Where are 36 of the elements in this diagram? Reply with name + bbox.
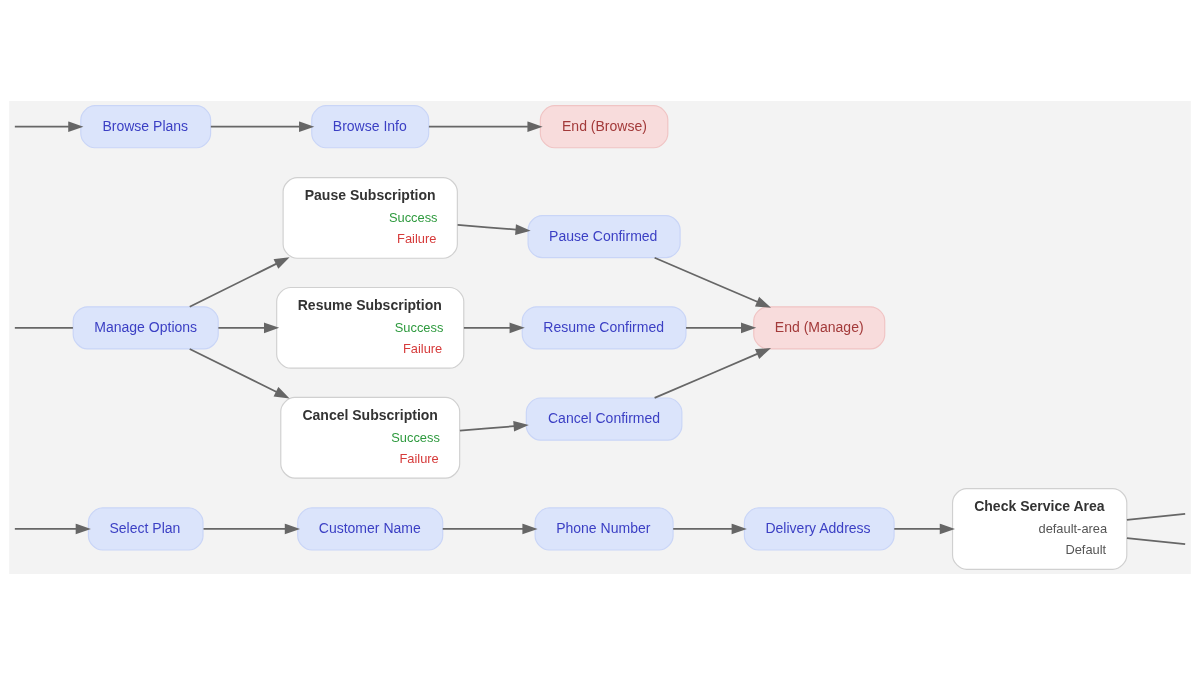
node-box: End (Manage) xyxy=(753,305,886,349)
arrow xyxy=(428,120,543,132)
node-box: Cancel Confirmed xyxy=(525,396,683,441)
arrow xyxy=(13,120,84,132)
node-box: Customer Name xyxy=(297,506,444,551)
arrow xyxy=(685,322,757,333)
node-box: End (Browse) xyxy=(539,104,669,148)
arrow xyxy=(188,256,290,308)
arrow xyxy=(459,420,529,432)
arrow xyxy=(13,523,91,534)
node-box: Manage Options xyxy=(72,305,219,349)
arrow xyxy=(456,223,531,235)
arrow xyxy=(441,523,538,534)
arrow xyxy=(653,347,772,399)
node-box: Resume Confirmed xyxy=(521,305,687,349)
node-box: Select Plan xyxy=(87,506,204,551)
connector xyxy=(1126,536,1187,545)
connector xyxy=(13,326,74,329)
node-box: Delivery Address xyxy=(743,506,895,551)
node-box: Phone Number xyxy=(534,506,674,551)
arrow xyxy=(202,523,300,534)
arrow xyxy=(893,523,955,534)
node-box: Cancel Subscription Success Failure xyxy=(280,396,461,479)
arrow xyxy=(217,322,280,333)
arrow xyxy=(653,256,772,308)
node-box: Pause Confirmed xyxy=(527,214,681,258)
node-box: Resume Subscription Success Failure xyxy=(276,286,465,369)
node-box: Browse Info xyxy=(311,104,430,148)
node-box: Browse Plans xyxy=(80,104,212,148)
node-box: Check Service Area default-area Default xyxy=(951,487,1128,570)
connector xyxy=(1126,512,1187,521)
arrow xyxy=(672,523,747,534)
arrow xyxy=(188,347,290,398)
node-box: Pause Subscription Success Failure xyxy=(282,176,458,259)
arrow xyxy=(209,120,315,132)
arrow xyxy=(463,322,525,333)
